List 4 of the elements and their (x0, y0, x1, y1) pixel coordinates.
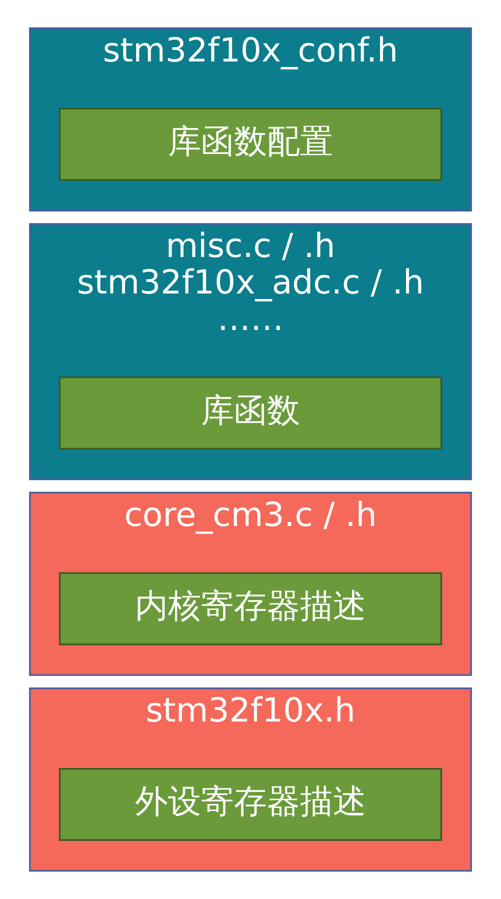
node-box: 内核寄存器描述 (58, 572, 442, 646)
node-box: 库函数配置 (58, 108, 442, 181)
node-box: 库函数 (58, 376, 442, 450)
node-box: 外设寄存器描述 (58, 768, 442, 841)
